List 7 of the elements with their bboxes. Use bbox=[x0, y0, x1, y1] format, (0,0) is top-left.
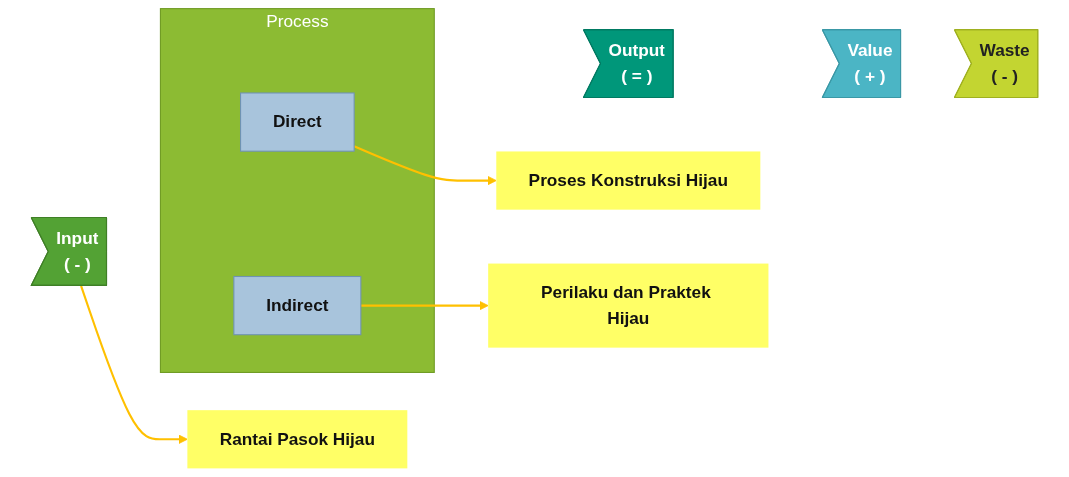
arrow bbox=[80, 285, 188, 444]
node-box: Direct bbox=[240, 92, 355, 152]
arrow bbox=[360, 300, 489, 311]
node-box: Proses Konstruksi Hijau bbox=[496, 151, 761, 210]
node-box: Rantai Pasok Hijau bbox=[187, 410, 408, 469]
node-box: Indirect bbox=[233, 275, 362, 336]
node-box: Perilaku dan Praktek Hijau bbox=[488, 263, 769, 348]
